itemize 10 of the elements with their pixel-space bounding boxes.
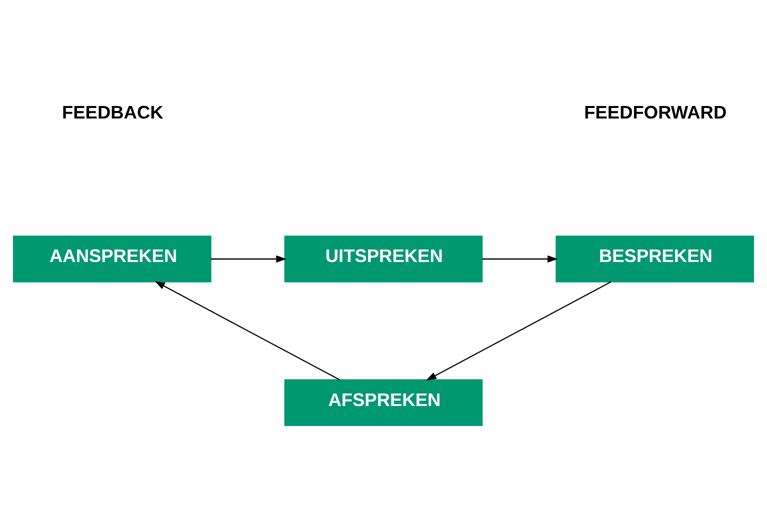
label: FEEDBACK bbox=[62, 101, 164, 122]
node-box: AFSPREKEN bbox=[284, 378, 483, 426]
label: FEEDFORWARD bbox=[584, 101, 727, 122]
arrow bbox=[426, 280, 612, 380]
arrow bbox=[210, 254, 286, 262]
arrow bbox=[482, 254, 558, 262]
arrow bbox=[154, 280, 340, 380]
node-box: AANSPREKEN bbox=[13, 235, 212, 282]
node-box: BESPREKEN bbox=[556, 235, 754, 282]
node-box: UITSPREKEN bbox=[284, 235, 483, 282]
